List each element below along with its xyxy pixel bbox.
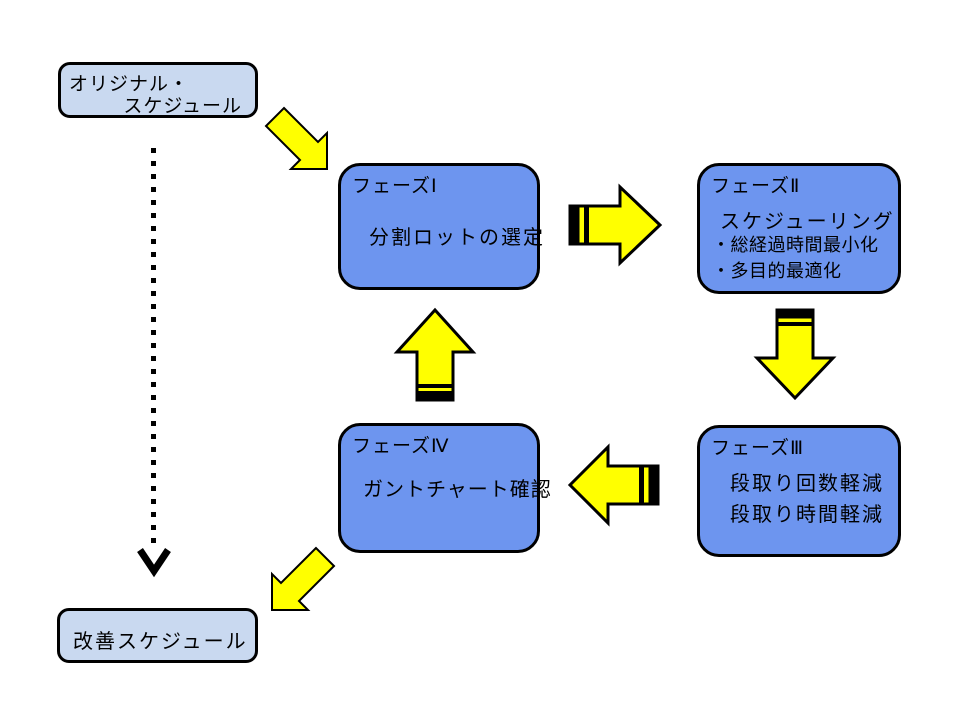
phase2-title: フェーズⅡ xyxy=(711,176,801,197)
improved-schedule-box: 改善スケジュール xyxy=(57,608,258,663)
phase3-box: フェーズⅢ 段取り回数軽減 段取り時間軽減 xyxy=(697,425,901,557)
arrow-phase4-to-phase1-icon xyxy=(393,307,477,402)
phase1-body: 分割ロットの選定 xyxy=(369,227,545,249)
dotted-arrowhead-icon xyxy=(137,548,171,578)
arrow-original-to-phase1-icon xyxy=(264,106,328,170)
phase2-bullet-list: ・総経過時間最小化 ・多目的最適化 xyxy=(712,232,879,284)
arrow-phase4-to-improved-icon xyxy=(271,546,336,611)
arrow-phase3-to-phase4-icon xyxy=(567,443,660,527)
improved-schedule-label: 改善スケジュール xyxy=(73,631,248,653)
phase3-line-1: 段取り回数軽減 xyxy=(730,473,884,495)
phase2-bullet-1: ・総経過時間最小化 xyxy=(712,235,879,255)
phase2-bullet-2: ・多目的最適化 xyxy=(712,261,842,281)
arrow-phase1-to-phase2-icon xyxy=(568,183,663,267)
dotted-arrow-original-to-improved xyxy=(137,148,171,578)
original-schedule-label-line2: スケジュール xyxy=(123,96,242,117)
phase3-line-2: 段取り時間軽減 xyxy=(730,504,884,526)
phase3-body: 段取り回数軽減 段取り時間軽減 xyxy=(730,469,884,531)
phase4-body: ガントチャート確認 xyxy=(363,479,552,501)
phase1-title: フェーズⅠ xyxy=(352,176,438,197)
phase3-title: フェーズⅢ xyxy=(711,438,805,459)
phase4-title: フェーズⅣ xyxy=(352,436,450,457)
phase2-subtitle: スケジューリング xyxy=(720,211,895,233)
phase1-box: フェーズⅠ 分割ロットの選定 xyxy=(338,163,543,290)
phase4-box: フェーズⅣ ガントチャート確認 xyxy=(338,423,551,553)
original-schedule-box: オリジナル・ スケジュール xyxy=(58,62,258,118)
original-schedule-label-line1: オリジナル・ xyxy=(69,74,190,95)
arrow-phase2-to-phase3-icon xyxy=(753,308,837,401)
phase2-box: フェーズⅡ スケジューリング ・総経過時間最小化 ・多目的最適化 xyxy=(697,163,901,294)
